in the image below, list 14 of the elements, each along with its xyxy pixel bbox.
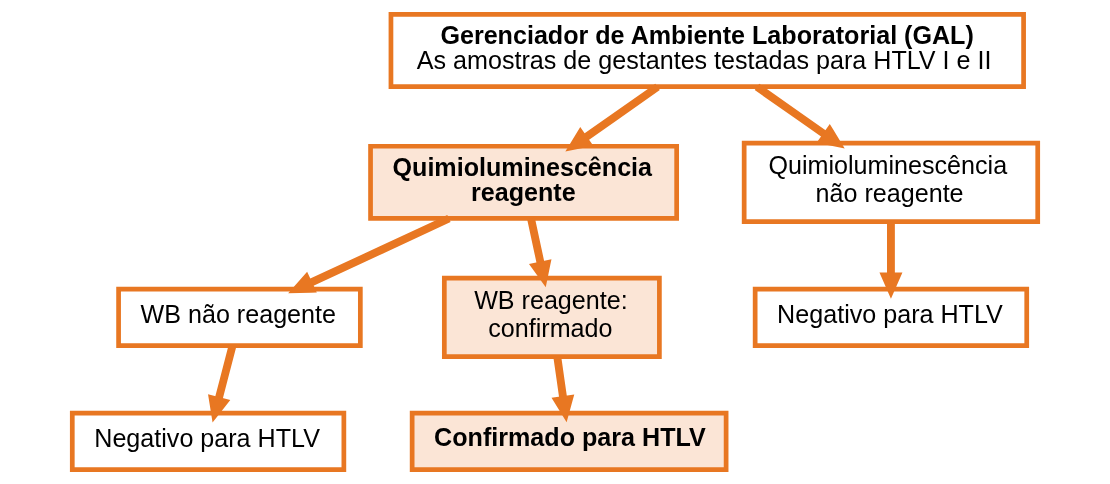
arrow [527, 217, 552, 288]
node-box: WB não reagente [116, 286, 363, 348]
node-box: Quimioluminescência não reagente [741, 140, 1041, 224]
arrow [565, 83, 660, 152]
arrow [754, 83, 845, 149]
arrow [879, 222, 903, 299]
node-box: Negativo para HTLV [752, 286, 1030, 348]
node-box: Gerenciador de Ambiente Laboratorial (GAL) As amostras de gestantes testadas para HTLV I e II [388, 12, 1026, 89]
node-box: WB reagente: confirmado [441, 275, 662, 359]
arrow [551, 356, 575, 423]
node-box: Quimioluminescência reagente [368, 143, 679, 221]
node-box: Negativo para HTLV [69, 410, 347, 472]
arrow [288, 215, 451, 294]
node-box: Confirmado para HTLV [409, 410, 729, 472]
